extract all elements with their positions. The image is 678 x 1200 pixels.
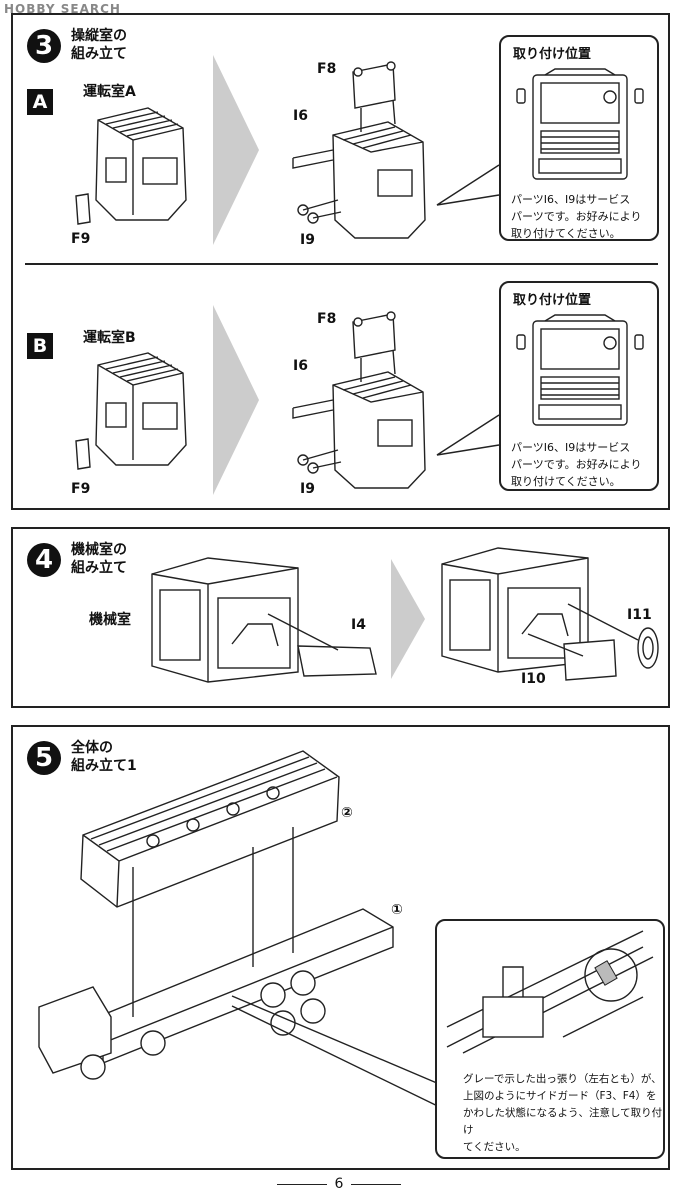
step-arrow-a (213, 55, 259, 245)
callout-b-line1: パーツI6、I9はサービス (511, 441, 631, 454)
cab-b-drawing (75, 352, 187, 470)
callout-a: 取り付け位置 パーツI6、I9はサービス パーツです。お好みにより 取り付けてく… (499, 35, 659, 241)
detail-callout-text: グレーで示した出っ張り（左右とも）が、 上図のようにサイドガード（F3、F4）を… (463, 1071, 663, 1156)
machine-room-assembled-drawing (441, 547, 659, 681)
part-i9-a: I9 (300, 232, 315, 248)
step5-title: 全体の 組み立て1 (71, 739, 137, 775)
note-line1: グレーで示した出っ張り（左右とも）が、 (463, 1073, 662, 1085)
note-line4: てください。 (463, 1141, 526, 1153)
part-f8-a: F8 (317, 61, 337, 77)
part-i6-a: I6 (293, 108, 308, 124)
step3-panel: 3 操縦室の 組み立て A 運転室A F9 F8 I6 I9 取り付け位置 (11, 13, 670, 510)
callout-b-line2: パーツです。お好みにより (511, 458, 642, 471)
detail-callout: グレーで示した出っ張り（左右とも）が、 上図のようにサイドガード（F3、F4）を… (435, 919, 665, 1159)
part-i6-b: I6 (293, 358, 308, 374)
callout-b-title: 取り付け位置 (513, 293, 592, 308)
step5-title-line1: 全体の (71, 740, 113, 756)
callout-a-text: パーツI6、I9はサービス パーツです。お好みにより 取り付けてください。 (511, 191, 641, 242)
page-rule-left (276, 1183, 327, 1185)
callout-b-pointer (436, 414, 500, 456)
step3-divider (25, 263, 658, 265)
truck-front-b-drawing (516, 314, 644, 426)
truck-front-a-drawing (516, 68, 644, 180)
side-guard-detail-drawing (446, 930, 654, 1054)
callout-a-pointer (436, 164, 500, 206)
watermark: HOBBY SEARCH (4, 2, 121, 16)
note-line2: 上図のようにサイドガード（F3、F4）を (463, 1090, 657, 1102)
part-i9-b: I9 (300, 481, 315, 497)
page-rule-right (351, 1183, 402, 1185)
part-f9-a: F9 (71, 231, 91, 247)
step4-title: 機械室の 組み立て (71, 541, 127, 577)
step4-title-line1: 機械室の (71, 542, 127, 558)
callout-b: 取り付け位置 パーツI6、I9はサービス パーツです。お好みにより 取り付けてく… (499, 281, 659, 491)
step3-number: 3 (27, 29, 61, 63)
machine-room-label: 機械室 (89, 612, 131, 628)
cab-b-label: 運転室B (83, 330, 136, 346)
step4-title-line2: 組み立て (71, 560, 127, 576)
callout-a-line1: パーツI6、I9はサービス (511, 193, 631, 206)
note-line3: かわした状態になるよう、注意して取り付け (463, 1107, 663, 1136)
step5-number: 5 (27, 741, 61, 775)
callout-a-title: 取り付け位置 (513, 47, 592, 62)
step3-title-line2: 組み立て (71, 46, 127, 62)
step4-arrow (391, 559, 425, 679)
cab-b-exploded-drawing (292, 311, 426, 489)
tank-drawing (80, 750, 340, 908)
marker-1: ① (391, 902, 403, 918)
cab-a-exploded-drawing (292, 61, 426, 239)
step-arrow-b (213, 305, 259, 495)
callout-a-line2: パーツです。お好みにより (511, 210, 642, 223)
chassis-drawing (38, 827, 394, 1080)
callout-b-line3: 取り付けてください。 (511, 475, 621, 488)
cab-a-label: 運転室A (83, 84, 136, 100)
step5-panel: 5 全体の 組み立て1 ② ① グレーで示した出っ張り（左 (11, 725, 670, 1170)
machine-room-drawing (151, 557, 377, 683)
step4-panel: 4 機械室の 組み立て 機械室 I4 I10 I11 (11, 527, 670, 708)
part-i11: I11 (627, 607, 652, 623)
part-i4: I4 (351, 617, 366, 633)
marker-2: ② (341, 805, 353, 821)
step4-number: 4 (27, 543, 61, 577)
part-f8-b: F8 (317, 311, 337, 327)
variant-a-badge: A (27, 89, 53, 115)
part-i10: I10 (521, 671, 546, 687)
callout-b-text: パーツI6、I9はサービス パーツです。お好みにより 取り付けてください。 (511, 439, 641, 490)
detail-pointer-lines (231, 995, 459, 1115)
part-f9-b: F9 (71, 481, 91, 497)
step3-title-line1: 操縦室の (71, 28, 127, 44)
callout-a-line3: 取り付けてください。 (511, 227, 621, 240)
step5-title-line2: 組み立て1 (71, 758, 137, 774)
step3-title: 操縦室の 組み立て (71, 27, 127, 63)
page-number-text: 6 (334, 1176, 344, 1192)
page-number: 6 (0, 1176, 678, 1192)
variant-b-badge: B (27, 333, 53, 359)
cab-a-drawing (75, 107, 187, 225)
